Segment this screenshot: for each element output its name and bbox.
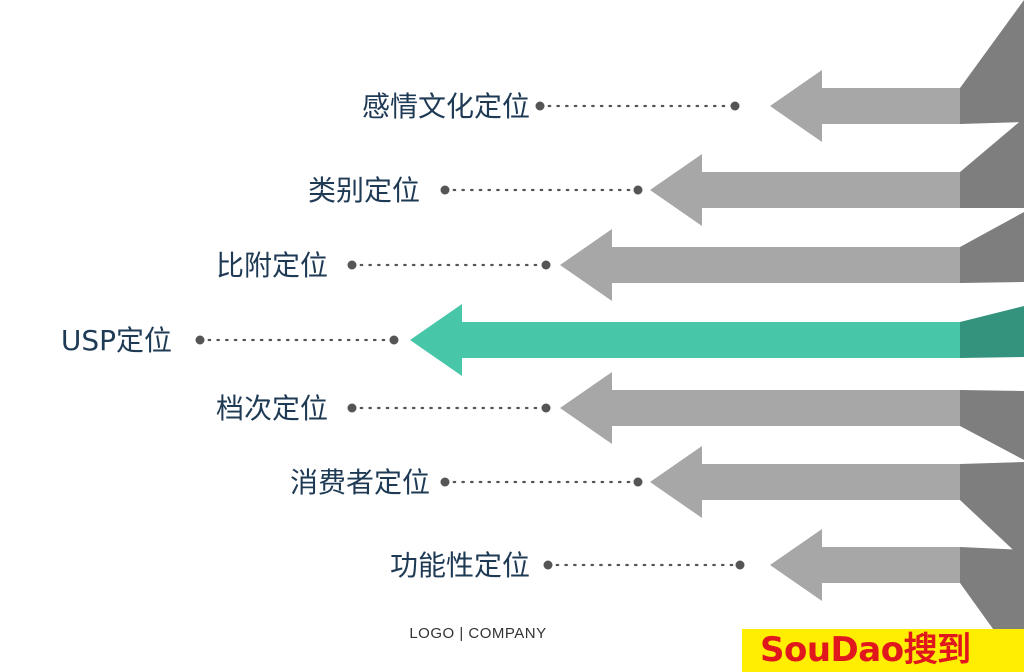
item-label: 消费者定位 — [290, 466, 430, 499]
leader-line-group — [195, 101, 745, 570]
leader-start-dot — [535, 101, 545, 111]
leader-end-dot — [541, 403, 551, 413]
arrow-group — [410, 70, 960, 601]
item-label: 感情文化定位 — [362, 90, 530, 123]
connector-group — [960, 0, 1024, 672]
item-label: 功能性定位 — [390, 549, 530, 582]
arrow — [770, 529, 960, 601]
leader-start-dot — [543, 560, 553, 570]
item-label: 比附定位 — [216, 249, 328, 282]
arrow-connector — [960, 212, 1024, 283]
leader-start-dot — [195, 335, 205, 345]
footer-logo-company: LOGO | COMPANY — [409, 625, 546, 642]
leader-start-dot — [347, 260, 357, 270]
arrow — [560, 229, 960, 301]
leader-start-dot — [347, 403, 357, 413]
watermark-text: SouDao搜到 — [760, 630, 971, 670]
leader-end-dot — [389, 335, 399, 345]
leader-start-dot — [440, 185, 450, 195]
leader-end-dot — [541, 260, 551, 270]
leader-start-dot — [440, 477, 450, 487]
arrow-connector — [960, 118, 1024, 208]
arrow-connector — [960, 306, 1024, 358]
arrow — [650, 154, 960, 226]
item-label: 档次定位 — [216, 392, 328, 425]
item-label: 类别定位 — [308, 174, 420, 207]
arrow-connector — [960, 0, 1024, 124]
leader-end-dot — [633, 477, 643, 487]
arrow — [650, 446, 960, 518]
arrow — [770, 70, 960, 142]
arrow-connector — [960, 390, 1024, 460]
watermark-badge: SouDao搜到 — [742, 629, 1024, 672]
arrow-connector — [960, 462, 1024, 560]
item-label: USP定位 — [61, 324, 172, 357]
arrow — [560, 372, 960, 444]
leader-end-dot — [730, 101, 740, 111]
leader-end-dot — [633, 185, 643, 195]
leader-end-dot — [735, 560, 745, 570]
highlight-arrow — [410, 304, 960, 376]
